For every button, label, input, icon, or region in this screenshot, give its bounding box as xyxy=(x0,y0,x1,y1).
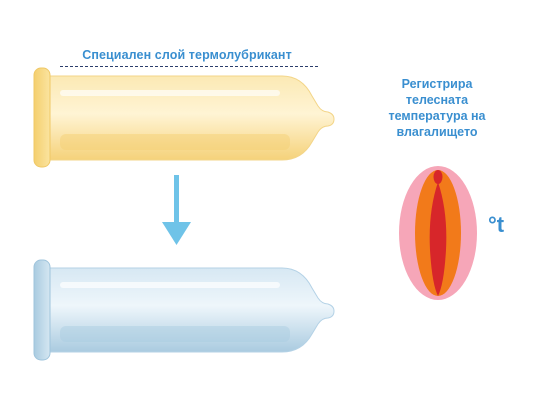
condom-cool-highlight xyxy=(60,282,280,288)
condom-warm-body xyxy=(47,75,335,161)
thermolubricant-layer-indicator xyxy=(60,66,318,67)
condom-cool-icon xyxy=(33,259,335,361)
registers-line-2: телесната xyxy=(405,93,469,107)
condom-cool-shade xyxy=(60,326,290,342)
registers-temperature-text: Регистрира телесната температура на влаг… xyxy=(372,76,502,140)
condom-cool-rim xyxy=(33,259,51,361)
condom-cool-body xyxy=(47,267,335,353)
condom-warm-rim xyxy=(33,67,51,168)
registers-line-3: температура на xyxy=(388,109,486,123)
vulva-illustration-icon xyxy=(399,166,477,300)
condom-warm-icon xyxy=(33,67,335,168)
registers-line-4: влагалището xyxy=(396,125,478,139)
vulva-inner xyxy=(429,182,447,296)
down-arrow-icon xyxy=(162,175,191,245)
temperature-symbol: °t xyxy=(488,212,505,237)
condom-warm-highlight xyxy=(60,90,280,96)
thermolubricant-layer-label: Специален слой термолубрикант xyxy=(82,48,292,62)
condom-warm-shade xyxy=(60,134,290,150)
vulva-top xyxy=(433,170,443,184)
registers-line-1: Регистрира xyxy=(401,77,473,91)
